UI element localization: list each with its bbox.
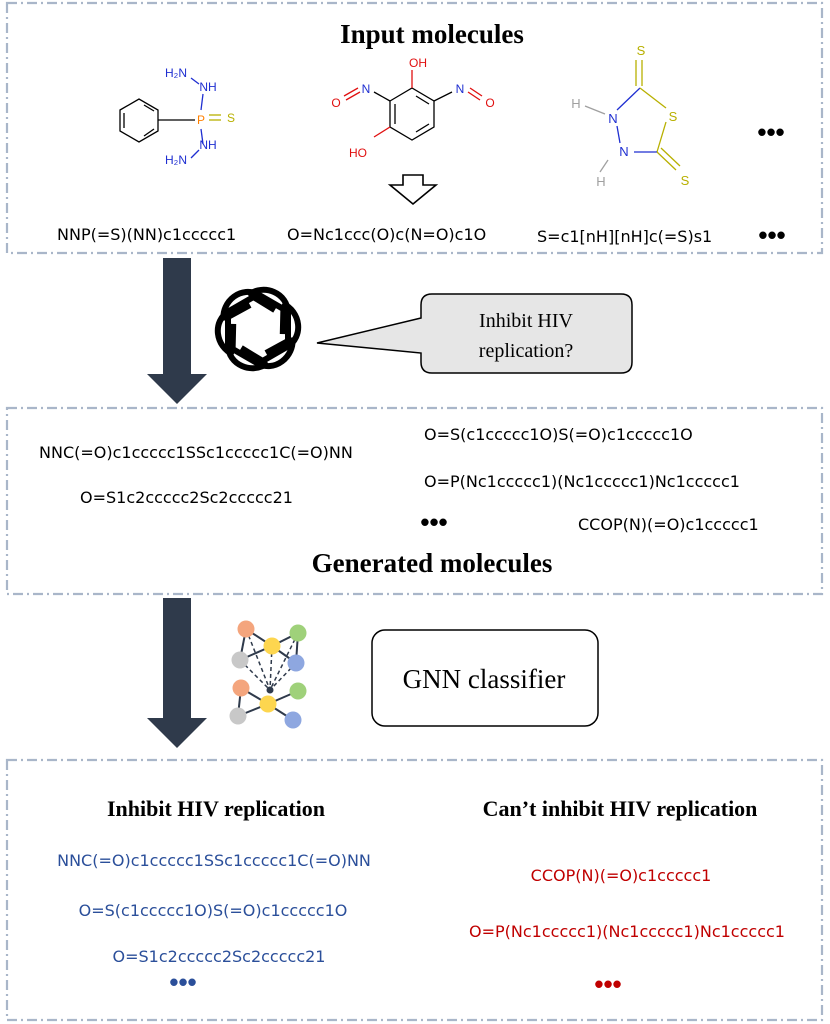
positive-smiles-2: O=S(c1ccccc1O)S(=O)c1ccccc1O [79,901,348,920]
atom-label: H₂N [165,66,187,80]
atom-label: OH [409,56,427,70]
results-panel-frame [5,758,824,1022]
gnn-classifier-box [371,629,599,727]
generated-smiles-4: O=P(Nc1ccccc1)(Nc1ccccc1)Nc1ccccc1 [424,472,740,491]
atom-label: N [456,82,465,96]
down-arrow-icon [387,174,439,206]
input-panel-frame [5,1,824,255]
graph-network-icon [229,620,307,729]
generated-smiles-2: O=S(c1ccccc1O)S(=O)c1ccccc1O [424,425,693,444]
atom-label: P [197,113,205,127]
atom-label: O [331,96,340,110]
atom-label: N [608,111,617,126]
input-panel-title: Input molecules [340,19,524,49]
flow-arrow-1 [147,258,207,404]
input-molecule-1-structure [119,77,221,159]
generated-panel-frame [5,406,824,596]
bubble-line-2: replication? [479,340,574,362]
negative-title: Can’t inhibit HIV replication [483,796,758,821]
generated-more-ellipsis: ••• [420,507,447,537]
atom-label: N [362,82,371,96]
input-smiles-1: NNP(=S)(NN)c1ccccc1 [57,225,236,244]
atom-label: H₂N [165,153,187,167]
generated-smiles-1: NNC(=O)c1ccccc1SSc1ccccc1C(=O)NN [39,443,353,462]
bubble-line-1: Inhibit HIV [479,310,573,332]
negative-smiles-1: CCOP(N)(=O)c1ccccc1 [531,866,712,885]
input-smiles-2: O=Nc1ccc(O)c(N=O)c1O [287,225,486,244]
input-molecule-2-structure [343,70,483,141]
input-more-ellipsis: ••• [757,117,784,147]
atom-label: N [619,144,628,159]
atom-label: S [669,109,678,124]
input-molecule-3-structure [584,60,681,173]
atom-label: H [596,174,605,189]
input-smiles-3: S=c1[nH][nH]c(=S)s1 [537,227,712,246]
positive-smiles-1: NNC(=O)c1ccccc1SSc1ccccc1C(=O)NN [57,851,371,870]
generated-smiles-5: CCOP(N)(=O)c1ccccc1 [578,515,759,534]
atom-label: S [681,173,690,188]
input-smiles-more-ellipsis: ••• [758,220,785,250]
atom-label: HO [349,146,367,160]
negative-more-ellipsis: ••• [594,969,621,999]
generated-panel-title: Generated molecules [312,548,553,578]
generated-smiles-3: O=S1c2ccccc2Sc2ccccc21 [80,488,293,507]
atom-label: S [227,111,235,125]
atom-label: NH [199,80,216,94]
atom-label: H [571,96,580,111]
atom-label: S [637,43,646,58]
gnn-classifier-label: GNN classifier [403,664,566,694]
flow-arrow-2 [147,598,207,748]
negative-smiles-2: O=P(Nc1ccccc1)(Nc1ccccc1)Nc1ccccc1 [469,922,785,941]
positive-more-ellipsis: ••• [169,967,196,997]
atom-label: O [485,96,494,110]
openai-logo-icon [209,283,307,374]
atom-label: NH [199,138,216,152]
positive-title: Inhibit HIV replication [107,796,325,821]
positive-smiles-3: O=S1c2ccccc2Sc2ccccc21 [113,947,326,966]
speech-bubble [316,293,633,374]
